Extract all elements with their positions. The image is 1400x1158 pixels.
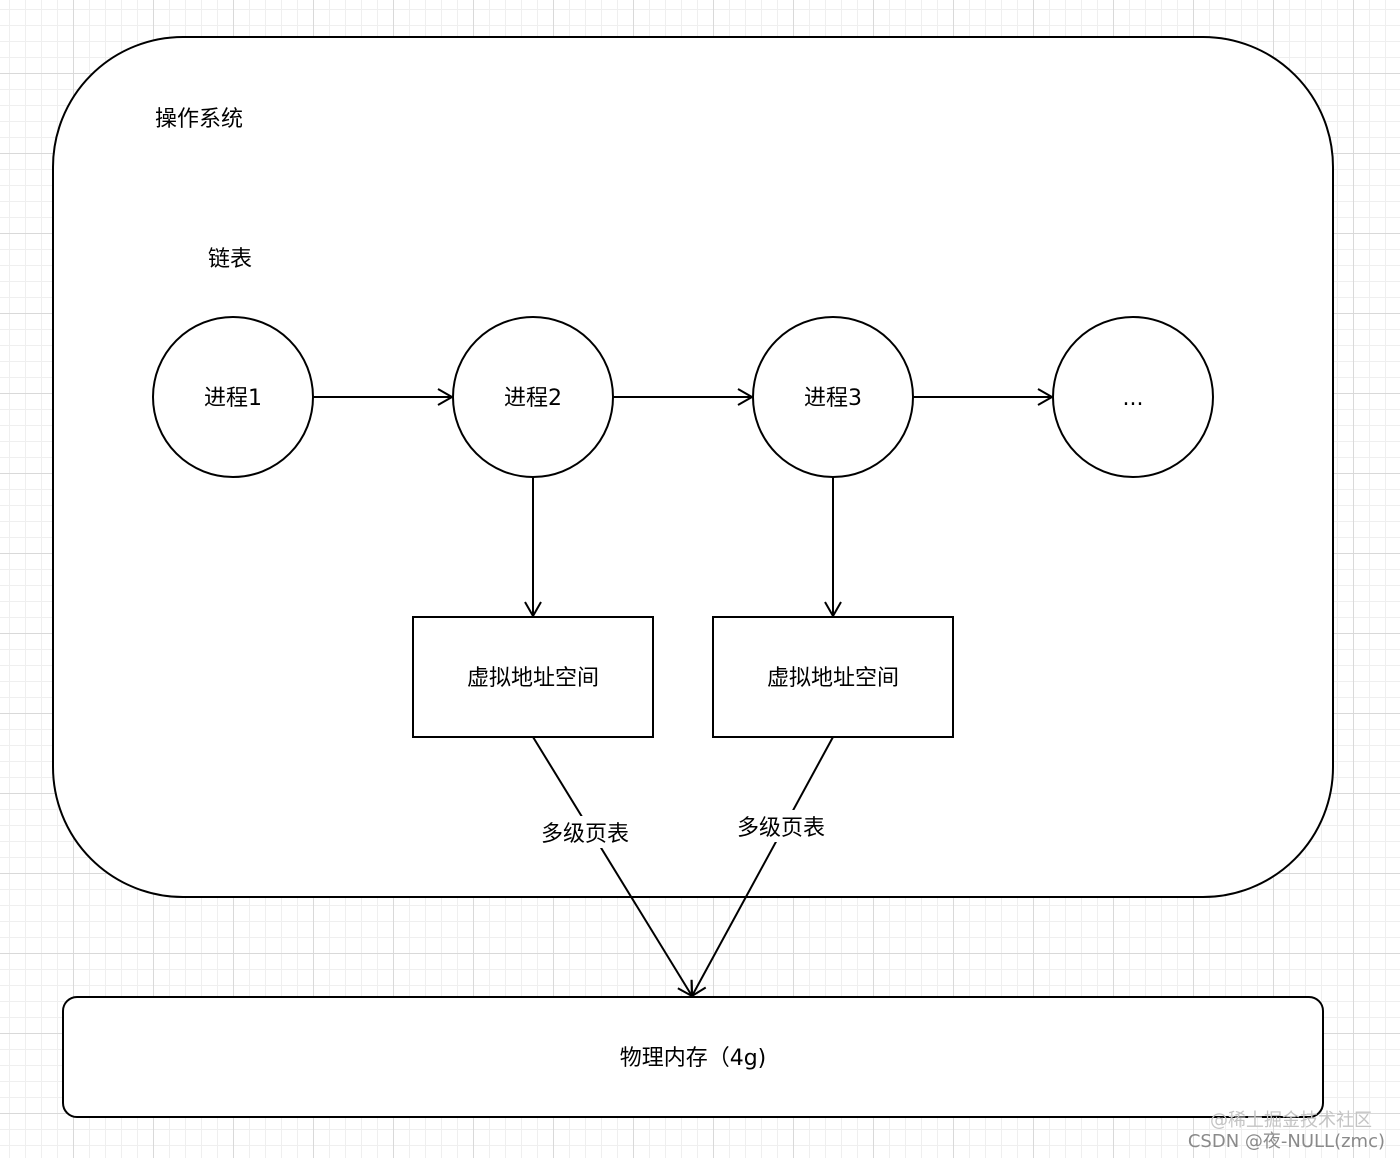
address-space-box-right-label: 虚拟地址空间	[767, 666, 899, 691]
edge-label-page-table-left: 多级页表	[541, 822, 629, 847]
process-node-1-label: 进程1	[204, 386, 262, 411]
watermark-juejin: @稀土掘金技术社区	[1210, 1110, 1372, 1131]
process-node-3[interactable]: 进程3	[752, 316, 914, 478]
process-node-1[interactable]: 进程1	[152, 316, 314, 478]
watermark-csdn: CSDN @夜-NULL(zmc)	[1188, 1131, 1385, 1152]
physical-memory-label: 物理内存（4g)	[620, 1046, 767, 1071]
address-space-box-left-label: 虚拟地址空间	[467, 666, 599, 691]
edge-address-space-left-to-memory[interactable]	[532, 736, 694, 998]
process-node-3-label: 进程3	[804, 386, 862, 411]
process-node-ellipsis[interactable]: ...	[1052, 316, 1214, 478]
address-space-box-left[interactable]: 虚拟地址空间	[412, 616, 654, 738]
operating-system-container[interactable]	[52, 36, 1334, 898]
process-node-2[interactable]: 进程2	[452, 316, 614, 478]
operating-system-title: 操作系统	[155, 107, 243, 132]
process-node-2-label: 进程2	[504, 386, 562, 411]
edge-address-space-right-to-memory[interactable]	[690, 736, 834, 998]
process-node-ellipsis-label: ...	[1123, 386, 1144, 411]
edge-label-page-table-right: 多级页表	[737, 816, 825, 841]
linked-list-label: 链表	[208, 247, 252, 272]
address-space-box-right[interactable]: 虚拟地址空间	[712, 616, 954, 738]
